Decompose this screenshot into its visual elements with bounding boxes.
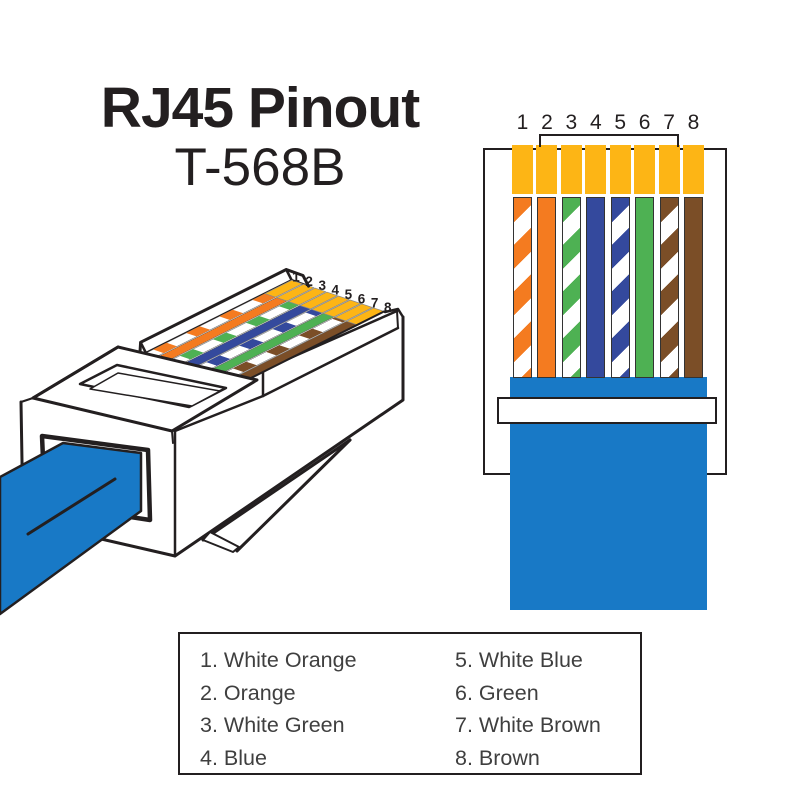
title-standard-name: RJ45 Pinout [100,76,420,140]
wire-5-white-blue [610,197,630,378]
front-pin-number-5: 5 [614,111,627,134]
block-recess-floor [89,372,221,407]
pin-number-3d-7: 7 [371,296,379,311]
strip-3-white-green-dash [245,316,270,327]
gold-contact-pin-2 [536,145,558,194]
wire-8-brown [684,197,703,378]
strip-1-white-orange-dash [153,342,178,354]
strip-7-white-brown-dash [266,345,290,356]
pin-number-3d-3: 3 [318,278,326,293]
wire-2-orange [537,197,557,378]
legend-item-1: 1. White Orange [200,648,357,672]
strip-3-white-green-dash [179,349,204,360]
legend-column-2: 5. White Blue 6. Green 7. White Brown 8. Br… [455,644,601,774]
gold-contact-pin-4 [585,145,607,194]
strain-relief-band [497,397,717,424]
front-pin-number-6: 6 [638,111,651,134]
gold-tip-1 [264,279,303,298]
legend-item-3: 3. White Green [200,713,345,737]
bracket-tick-right [677,134,679,147]
bracket-tick-left [539,134,541,147]
pin-number-3d-8: 8 [384,300,392,315]
wire-4-blue [586,197,606,378]
pin-number-3d-4: 4 [332,283,340,298]
strip-1-white-orange-dash [186,326,211,337]
gold-tip-6 [323,299,362,318]
strip-1-white-orange-dash [252,293,276,304]
legend-item-6: 6. Green [455,680,539,705]
gold-contact-pin-3 [560,145,582,194]
gold-tip-3 [287,287,327,306]
front-pin-number-1: 1 [516,111,529,134]
top-face-edge [173,394,265,433]
strip-5-white-blue-dash [305,309,323,317]
wire-6-green [635,197,655,378]
strip-1-white-orange-dash [219,309,244,320]
legend-box: 1. White Orange 2. Orange 3. White Green 4.… [178,632,642,775]
strip-7-white-brown-dash [332,317,346,323]
latch-fin [203,440,350,551]
pin-number-3d-5: 5 [345,287,353,302]
pin-number-3d-2: 2 [305,274,313,289]
block-top-outline [31,345,120,400]
gold-tip-7 [334,303,373,322]
cable-highlight-stripe [26,477,117,536]
gold-contact-pin-7 [658,145,680,194]
title-wiring-scheme: T-568B [174,138,346,197]
legend-column-1: 1. White Orange 2. Orange 3. White Green 4.… [200,644,357,774]
legend-item-7: 7. White Brown [455,713,601,737]
top-outline-edge [138,268,310,354]
pin-number-3d-1: 1 [292,270,300,285]
pin-number-3d-6: 6 [358,291,366,306]
gold-contact-pin-8 [683,145,704,194]
gold-contact-pin-1 [512,145,533,194]
gold-contact-pin-6 [634,145,656,194]
wire-3-white-green [561,197,581,378]
legend-item-5: 5. White Blue [455,648,583,672]
block-front-corner-edge [171,430,174,444]
latch-fin-end-cap [202,531,240,553]
legend-item-8: 8. Brown [455,745,540,770]
strip-5-white-blue-dash [239,338,264,350]
top-left-corner-edge [20,397,34,403]
front-pin-number-8: 8 [687,111,700,134]
channel-wall-end-edge [396,310,399,329]
latch-fin-top-edge [201,438,352,542]
strip-5-white-blue-dash [206,355,231,366]
strip-7-white-brown-dash [232,361,257,372]
front-pin-number-4: 4 [589,111,602,134]
pin-group-bracket [539,134,678,136]
gold-tip-2 [276,283,315,302]
legend-item-4: 4. Blue [200,745,267,770]
page-title: RJ45 Pinout T-568B [40,78,480,196]
front-pin-number-2: 2 [541,111,553,134]
right-cap-edge [383,307,405,319]
latch-fin-bottom-edge [235,438,352,553]
front-pin-number-7: 7 [663,111,675,134]
strip-5-white-blue-dash [272,322,297,333]
gold-tip-5 [311,295,350,314]
legend-item-2: 2. Orange [200,680,296,705]
channel-wall-bottom-edge [261,326,400,398]
channel-right-inner-edge [248,310,386,380]
wire-1-white-orange [513,197,532,378]
strip-7-white-brown-dash [299,328,323,339]
gold-tip-4 [299,291,338,310]
front-pin-number-3: 3 [565,111,578,134]
wire-7-white-brown [659,197,679,378]
strip-3-white-green-dash [212,332,237,343]
gold-contact-pin-5 [609,145,631,194]
